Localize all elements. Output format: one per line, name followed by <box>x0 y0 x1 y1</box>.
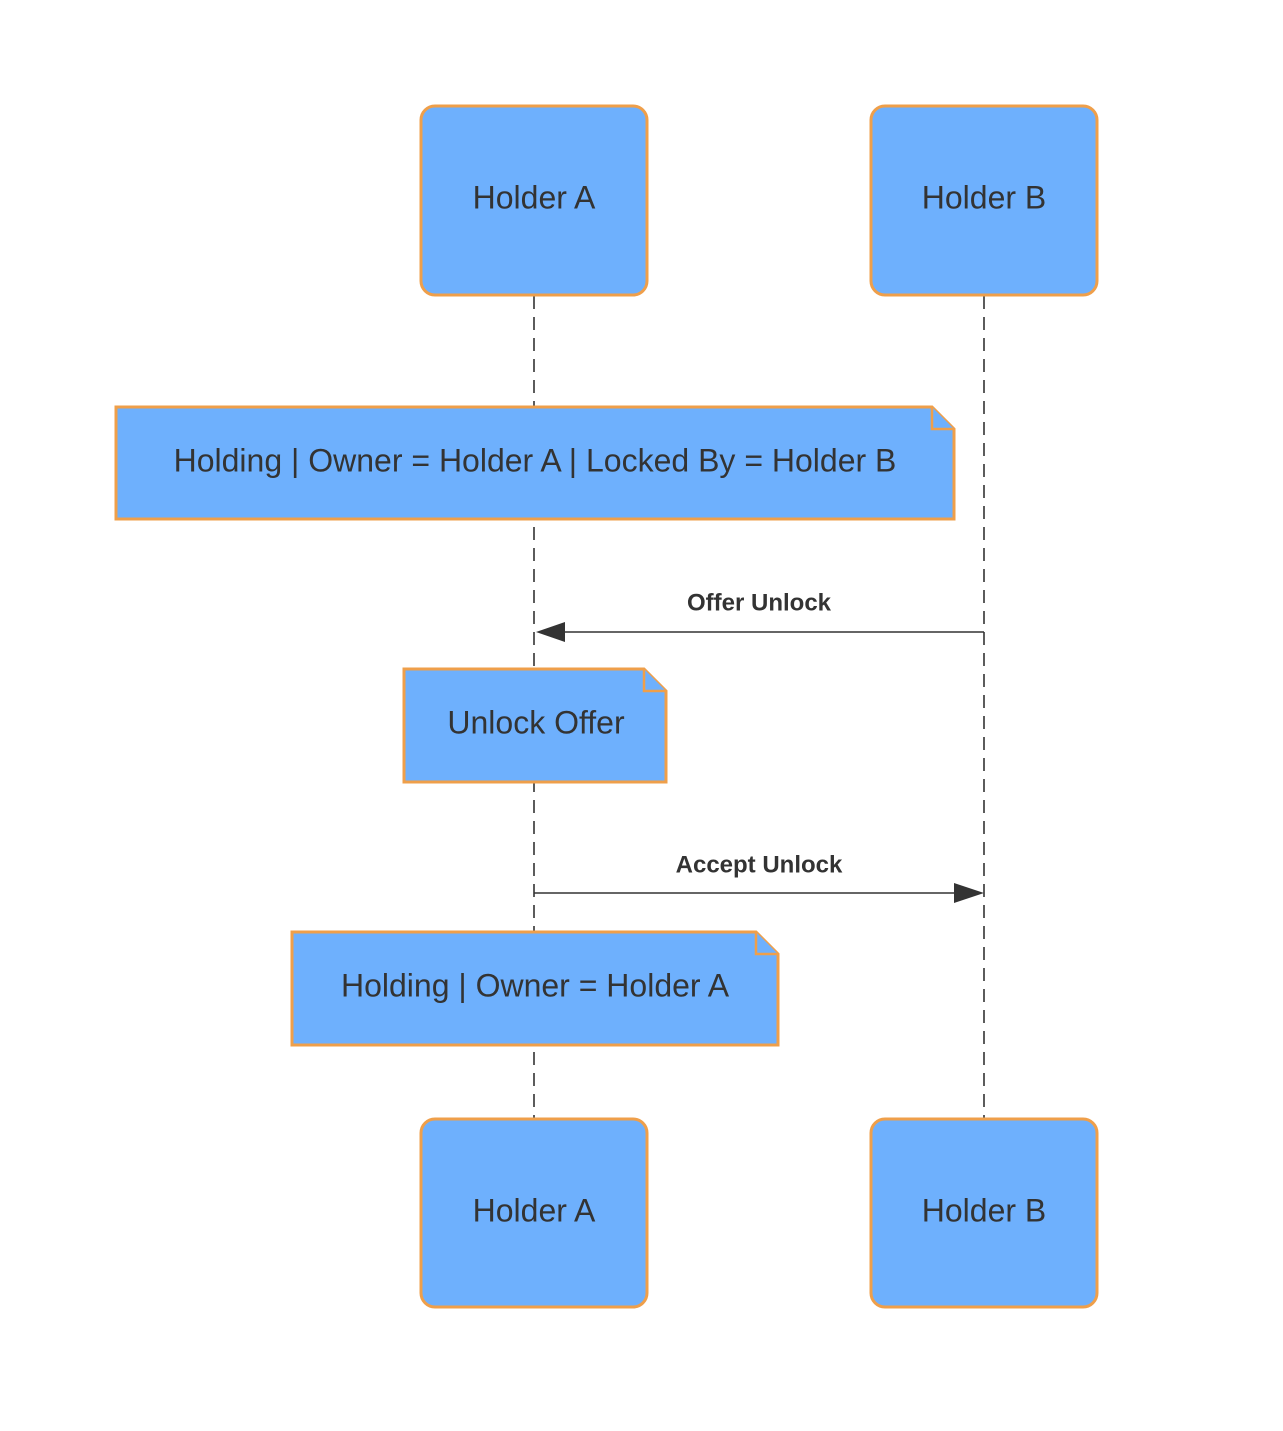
message-label: Offer Unlock <box>687 589 832 616</box>
message-accept-unlock[interactable]: Accept Unlock <box>534 851 984 903</box>
message-label: Accept Unlock <box>676 851 843 878</box>
actor-label: Holder B <box>922 1192 1047 1228</box>
actor-top-holder-a[interactable]: Holder A <box>419 104 649 297</box>
arrowhead-left-icon <box>536 622 565 642</box>
note-label: Unlock Offer <box>447 704 625 740</box>
actor-label: Holder A <box>473 1192 596 1228</box>
actor-bottom-holder-b[interactable]: Holder B <box>869 1117 1099 1309</box>
note-holding-owner[interactable]: Holding | Owner = Holder A <box>290 930 780 1047</box>
actor-label: Holder B <box>922 179 1047 215</box>
arrowhead-right-icon <box>954 883 984 903</box>
actor-bottom-holder-a[interactable]: Holder A <box>419 1117 649 1309</box>
note-label: Holding | Owner = Holder A | Locked By =… <box>174 442 897 478</box>
actor-top-holder-b[interactable]: Holder B <box>869 104 1099 297</box>
note-label: Holding | Owner = Holder A <box>341 967 730 1003</box>
note-holding-locked[interactable]: Holding | Owner = Holder A | Locked By =… <box>114 405 956 521</box>
actor-label: Holder A <box>473 179 596 215</box>
note-unlock-offer[interactable]: Unlock Offer <box>402 667 668 784</box>
message-offer-unlock[interactable]: Offer Unlock <box>536 589 984 642</box>
